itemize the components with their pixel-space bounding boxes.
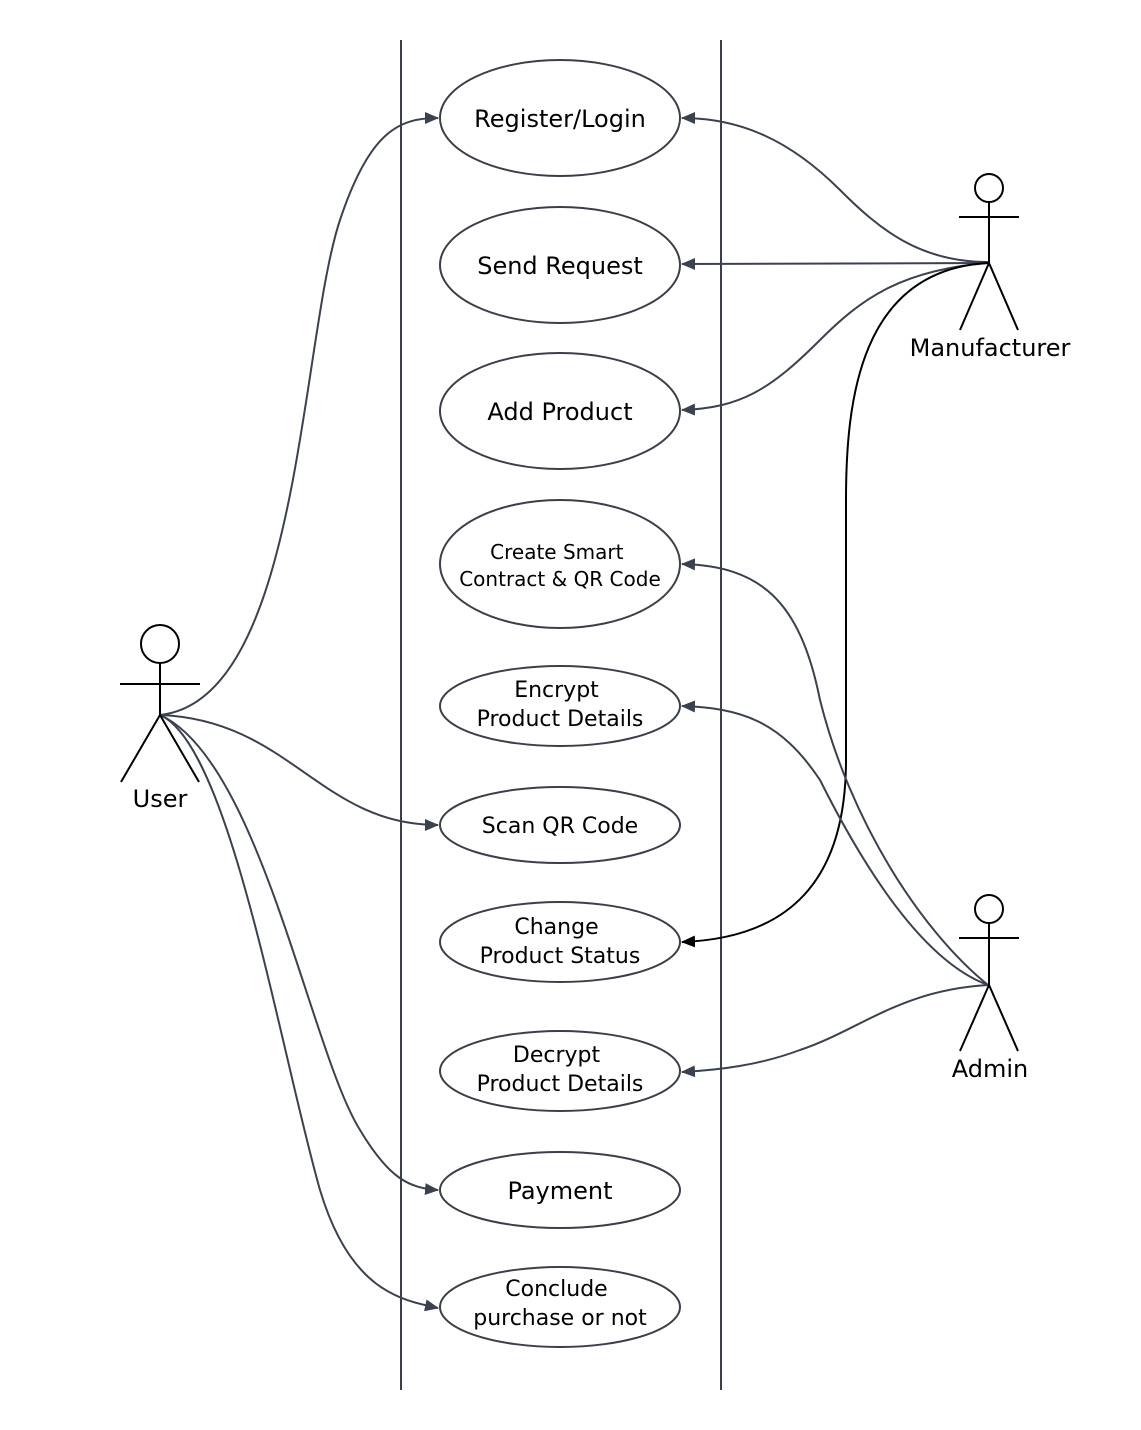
user-associations	[159, 112, 439, 1312]
use-case-label: Scan QR Code	[482, 814, 638, 839]
actor-admin[interactable]: Admin	[952, 894, 1029, 1083]
use-case-label: Add Product	[487, 398, 632, 426]
use-case-register-login[interactable]: Register/Login	[439, 59, 681, 177]
actor-head-icon	[140, 624, 180, 664]
assoc-manufacturer-send-request	[681, 257, 989, 270]
use-case-label: Payment	[507, 1177, 612, 1205]
actor-user[interactable]: User	[120, 624, 200, 813]
use-case-encrypt-details[interactable]: Encrypt Product Details	[439, 665, 681, 747]
assoc-manufacturer-add-product	[681, 262, 989, 416]
use-case-label: Encrypt Product Details	[477, 678, 644, 732]
assoc-user-register-login	[159, 112, 439, 716]
assoc-admin-encrypt-details	[681, 700, 989, 986]
assoc-manufacturer-change-status	[681, 262, 989, 948]
use-case-payment[interactable]: Payment	[439, 1151, 681, 1229]
use-case-create-contract-qr[interactable]: Create Smart Contract & QR Code	[439, 499, 681, 629]
use-case-label: Decrypt Product Details	[477, 1043, 644, 1097]
admin-associations	[681, 558, 989, 1078]
actor-head-icon	[974, 894, 1004, 924]
use-case-label: Create Smart Contract & QR Code	[459, 540, 661, 591]
use-case-scan-qr[interactable]: Scan QR Code	[439, 786, 681, 864]
actor-head-icon	[974, 173, 1004, 203]
actor-label: Manufacturer	[910, 334, 1071, 362]
assoc-manufacturer-register-login	[681, 112, 989, 263]
assoc-admin-decrypt-details	[681, 984, 989, 1078]
actor-manufacturer[interactable]: Manufacturer	[910, 173, 1071, 362]
use-case-label: Change Product Status	[480, 915, 641, 969]
assoc-user-payment	[159, 714, 439, 1196]
manufacturer-associations	[681, 112, 989, 948]
use-case-change-status[interactable]: Change Product Status	[439, 901, 681, 983]
assoc-user-conclude-purchase	[159, 714, 439, 1312]
assoc-user-scan-qr	[159, 714, 439, 831]
use-case-send-request[interactable]: Send Request	[439, 206, 681, 324]
use-case-label: Conclude purchase or not	[473, 1277, 647, 1331]
actor-label: User	[133, 785, 188, 813]
assoc-admin-create-contract-qr	[681, 558, 989, 986]
use-case-conclude-purchase[interactable]: Conclude purchase or not	[439, 1266, 681, 1348]
use-case-label: Send Request	[477, 252, 643, 280]
use-case-decrypt-details[interactable]: Decrypt Product Details	[439, 1030, 681, 1112]
actor-label: Admin	[952, 1055, 1029, 1083]
use-case-label: Register/Login	[474, 105, 646, 133]
use-case-add-product[interactable]: Add Product	[439, 352, 681, 470]
